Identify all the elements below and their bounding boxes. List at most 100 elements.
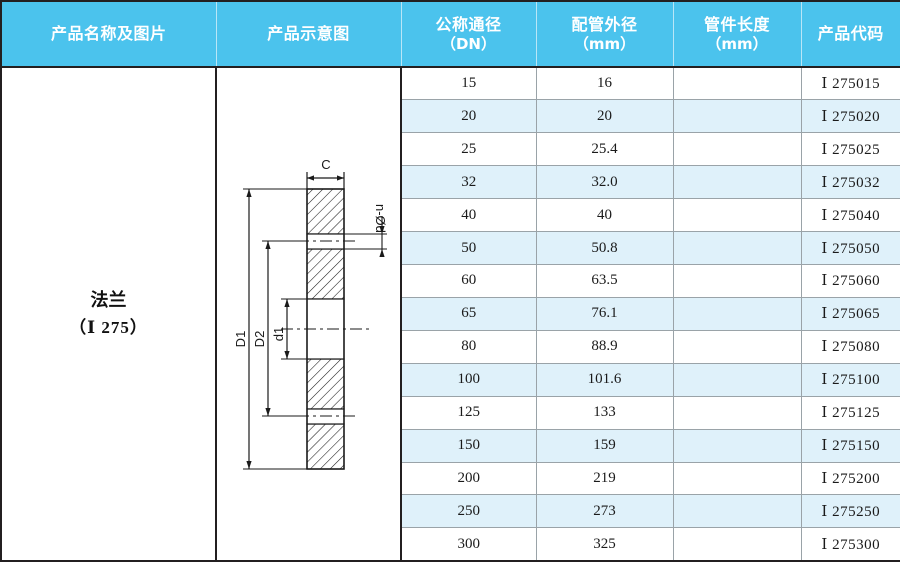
table-row: 40 40 Ⅰ 275040 (1, 198, 900, 232)
cell-pipe-outer-diameter: 32.0 (536, 165, 674, 199)
header-nominal-diameter: 公称通径 （DN） (401, 1, 537, 68)
cell-pipe-outer-diameter: 133 (536, 395, 674, 430)
header-nominal-diameter-unit: （DN） (440, 34, 496, 53)
cell-product-code: Ⅰ 275125 (801, 395, 900, 430)
flange-cross-section-svg: C n-Ød D1 D2 d1 (233, 157, 388, 470)
product-code-value: Ⅰ 275250 (821, 503, 881, 520)
cell-nominal-diameter: 15 (400, 66, 537, 100)
cell-fitting-length (673, 264, 802, 298)
table-row: 50 50.8 Ⅰ 275050 (1, 231, 900, 265)
table-row: 20 20 Ⅰ 275020 (1, 99, 900, 133)
cell-nominal-diameter: 150 (400, 428, 537, 463)
product-code-value: Ⅰ 275200 (821, 471, 881, 488)
table-row: 250 273 Ⅰ 275250 (1, 494, 900, 528)
product-code-value: Ⅰ 275050 (821, 240, 881, 257)
cell-nominal-diameter: 25 (400, 132, 537, 166)
table-row: 25 25.4 Ⅰ 275025 (1, 132, 900, 166)
cell-fitting-length (673, 99, 802, 133)
cell-nominal-diameter: 100 (400, 362, 537, 397)
cell-pipe-outer-diameter: 159 (536, 428, 674, 463)
header-product-name: 产品名称及图片 (1, 1, 217, 68)
cell-fitting-length (673, 461, 802, 495)
cell-pipe-outer-diameter: 25.4 (536, 132, 674, 166)
table-row: 125 133 Ⅰ 275125 (1, 395, 900, 430)
cell-pipe-outer-diameter: 101.6 (536, 362, 674, 397)
cell-nominal-diameter: 200 (400, 461, 537, 495)
cell-fitting-length (673, 362, 802, 397)
cell-fitting-length (673, 132, 802, 166)
cell-pipe-outer-diameter: 88.9 (536, 329, 674, 364)
dim-label-bolt-holes: n-Ød (373, 204, 388, 233)
cell-product-code: Ⅰ 275015 (801, 66, 900, 100)
header-row: 产品名称及图片 产品示意图 公称通径 （DN） 配管外径 （mm） 管件长度 （… (1, 1, 900, 68)
product-code-value: Ⅰ 275300 (821, 536, 881, 553)
cell-product-code: Ⅰ 275300 (801, 527, 900, 561)
cell-fitting-length (673, 494, 802, 528)
cell-pipe-outer-diameter: 76.1 (536, 296, 674, 331)
cell-nominal-diameter: 40 (400, 198, 537, 232)
header-nominal-diameter-text: 公称通径 (435, 14, 502, 34)
header-product-name-text: 产品名称及图片 (50, 24, 167, 43)
cell-product-code: Ⅰ 275040 (801, 198, 900, 232)
dim-label-bolt-circle: D2 (252, 331, 267, 348)
product-code-value: Ⅰ 275025 (821, 141, 881, 158)
dim-label-outer-diameter: D1 (233, 331, 248, 348)
flange-drawing: C n-Ød D1 D2 d1 (217, 68, 400, 560)
cell-pipe-outer-diameter: 63.5 (536, 264, 674, 298)
dim-label-bore: d1 (271, 327, 286, 341)
product-code-value: Ⅰ 275150 (821, 438, 881, 455)
cell-pipe-outer-diameter: 40 (536, 198, 674, 232)
cell-nominal-diameter: 125 (400, 395, 537, 430)
cell-fitting-length (673, 329, 802, 364)
cell-pipe-outer-diameter: 273 (536, 494, 674, 528)
cell-nominal-diameter: 60 (400, 264, 537, 298)
product-code-value: Ⅰ 275100 (821, 372, 881, 389)
table-row: 100 101.6 Ⅰ 275100 (1, 362, 900, 397)
header-fitting-length: 管件长度 （mm） (673, 1, 802, 68)
cell-fitting-length (673, 395, 802, 430)
cell-fitting-length (673, 527, 802, 561)
cell-pipe-outer-diameter: 50.8 (536, 231, 674, 265)
cell-product-code: Ⅰ 275150 (801, 428, 900, 463)
header-fitting-length-text: 管件长度 (703, 14, 770, 34)
table-header: 产品名称及图片 产品示意图 公称通径 （DN） 配管外径 （mm） 管件长度 （… (1, 1, 900, 68)
cell-fitting-length (673, 198, 802, 232)
dim-label-thickness: C (321, 157, 330, 172)
product-code-value: Ⅰ 275032 (821, 174, 881, 191)
product-name-label: 法兰 (90, 289, 127, 311)
cell-product-code: Ⅰ 275020 (801, 99, 900, 133)
cell-nominal-diameter: 20 (400, 99, 537, 133)
product-code-value: Ⅰ 275040 (821, 207, 881, 224)
cell-nominal-diameter: 300 (400, 527, 537, 561)
cell-fitting-length (673, 165, 802, 199)
header-product-diagram: 产品示意图 (216, 1, 402, 68)
header-fitting-length-unit: （mm） (706, 34, 768, 53)
cell-pipe-outer-diameter: 219 (536, 461, 674, 495)
header-product-code: 产品代码 (801, 1, 900, 68)
table-row: 60 63.5 Ⅰ 275060 (1, 264, 900, 298)
header-pipe-outer-diameter-text: 配管外径 (571, 14, 638, 34)
product-code-label: （Ⅰ 275） (69, 317, 148, 337)
table-row: 200 219 Ⅰ 275200 (1, 461, 900, 495)
cell-nominal-diameter: 32 (400, 165, 537, 199)
cell-product-code: Ⅰ 275080 (801, 329, 900, 364)
cell-fitting-length (673, 231, 802, 265)
cell-nominal-diameter: 250 (400, 494, 537, 528)
cell-fitting-length (673, 296, 802, 331)
cell-product-code: Ⅰ 275200 (801, 461, 900, 495)
cell-pipe-outer-diameter: 325 (536, 527, 674, 561)
header-pipe-outer-diameter-unit: （mm） (573, 34, 636, 53)
cell-product-code: Ⅰ 275250 (801, 494, 900, 528)
cell-fitting-length (673, 428, 802, 463)
product-name-cell: 法兰 （Ⅰ 275） (1, 67, 217, 561)
header-product-code-text: 产品代码 (817, 24, 884, 43)
cell-nominal-diameter: 65 (400, 296, 537, 331)
cell-nominal-diameter: 80 (400, 329, 537, 364)
product-code-value: Ⅰ 275060 (821, 273, 881, 290)
table-body: 法兰 （Ⅰ 275） (1, 66, 900, 561)
table-row: 80 88.9 Ⅰ 275080 (1, 329, 900, 364)
table-row: 32 32.0 Ⅰ 275032 (1, 165, 900, 199)
header-pipe-outer-diameter: 配管外径 （mm） (536, 1, 674, 68)
table-row: 65 76.1 Ⅰ 275065 (1, 296, 900, 331)
